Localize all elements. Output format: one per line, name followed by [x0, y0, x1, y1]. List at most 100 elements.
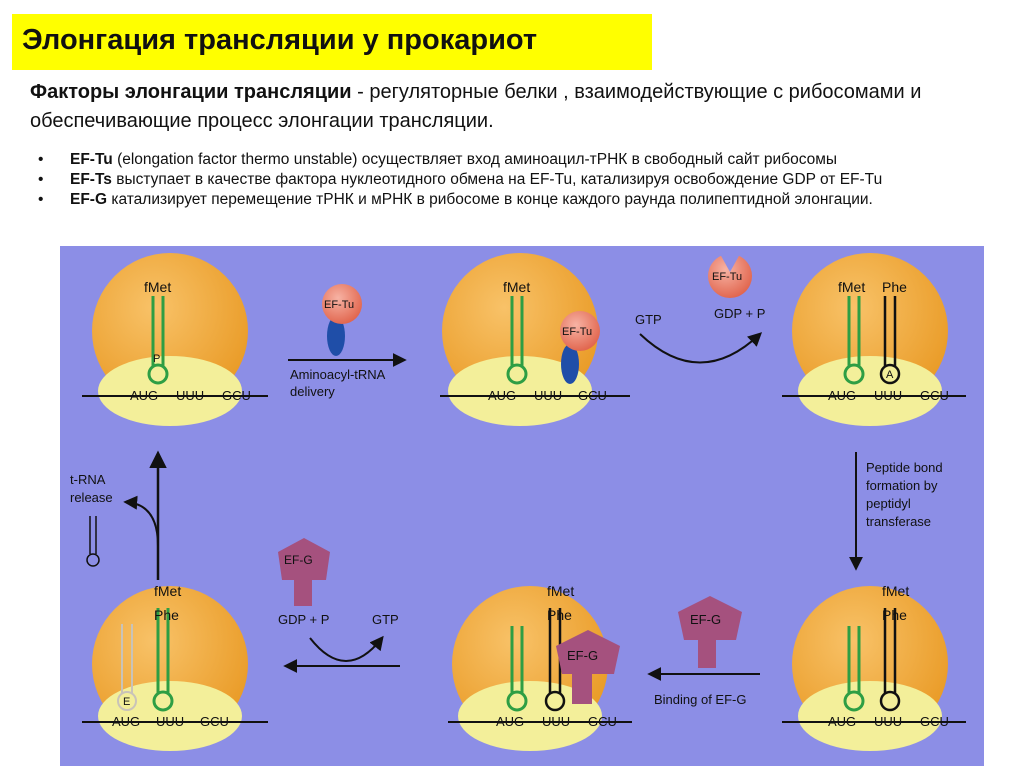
codon-gcu: GCU [222, 388, 251, 403]
eftu-label: EF-Tu [562, 326, 592, 338]
ribosome-panel-2: EF-Tu fMet AUG UUU GCU [440, 253, 630, 426]
codon-aug: AUG [828, 714, 856, 729]
small-subunit [448, 356, 592, 426]
efg-label: EF-G [284, 553, 313, 567]
efg-bound: EF-G [556, 630, 620, 704]
bullet-icon: • [38, 151, 44, 168]
list-item: • EF-Ts выступает в качестве фактора нукл… [38, 170, 998, 190]
list-item: • EF-G катализирует перемещение тРНК и мР… [38, 190, 998, 210]
factor-text: выступает в качестве фактора нуклеотидно… [111, 171, 883, 188]
small-subunit [98, 356, 242, 426]
gdp-label: GDP + P [278, 612, 329, 627]
trna-a [879, 296, 901, 385]
eftu-bound [560, 311, 600, 351]
codon-uuu: UUU [874, 714, 902, 729]
small-subunit [458, 681, 602, 751]
trna-a [879, 608, 901, 712]
eftu-bound-tail [561, 344, 579, 384]
binding-label: Binding of EF-G [654, 692, 747, 707]
codon-gcu: GCU [200, 714, 229, 729]
phe-label: Phe [882, 279, 907, 295]
codon-uuu: UUU [542, 714, 570, 729]
arrow-gtp-hydrolysis-2: GDP + P GTP EF-G [278, 538, 400, 673]
eftu-released [708, 254, 752, 298]
intro-paragraph: Факторы элонгации трансляции - регулятор… [30, 78, 990, 136]
intro-text: - регуляторные белки , взаимодействующие… [30, 81, 922, 132]
list-item: • EF-Tu (elongation factor thermo unstabl… [38, 150, 998, 170]
trna-released [86, 516, 100, 567]
factor-list: • EF-Tu (elongation factor thermo unstabl… [38, 150, 998, 210]
bullet-icon: • [38, 191, 44, 208]
fmet-label: fMet [503, 279, 530, 295]
peptide-label-1: Peptide bond [866, 460, 943, 475]
peptide-label-4: transferase [866, 514, 931, 529]
efg-free: EF-G [678, 596, 742, 668]
codon-uuu: UUU [176, 388, 204, 403]
arrow-delivery: Aminoacyl-tRNA delivery [288, 353, 407, 399]
bullet-icon: • [38, 171, 44, 188]
gdp-label: GDP + P [714, 306, 765, 321]
gtp-label: GTP [372, 612, 399, 627]
codon-uuu: UUU [534, 388, 562, 403]
arrow-trna-release: t-RNA release [70, 450, 167, 580]
ribosome-panel-1: fMet P AUG UUU GCU [82, 253, 268, 426]
small-subunit [798, 681, 942, 751]
phe-label: Phe [154, 607, 179, 623]
phe-label: Phe [882, 607, 907, 623]
delivery-label-1: Aminoacyl-tRNA [290, 367, 386, 382]
elongation-diagram: fMet P AUG UUU GCU EF-Tu Aminoacyl-tRNA … [60, 246, 984, 766]
codon-aug: AUG [130, 388, 158, 403]
codon-gcu: GCU [920, 714, 949, 729]
ribosome-panel-6: fMet Phe E AUG UUU GCU [82, 583, 268, 751]
efg-label: EF-G [567, 648, 598, 663]
fmet-label: fMet [838, 279, 865, 295]
factor-term: EF-Tu [70, 151, 113, 168]
eftu-complex-1: EF-Tu [322, 284, 362, 356]
release-label-2: release [70, 490, 113, 505]
release-label-1: t-RNA [70, 472, 106, 487]
e-site-label: E [123, 696, 130, 708]
trna-p [506, 296, 528, 385]
codon-aug: AUG [112, 714, 140, 729]
codon-aug: AUG [828, 388, 856, 403]
efg-label: EF-G [690, 612, 721, 627]
arrow-peptide-bond: Peptide bond formation by peptidyl trans… [849, 452, 943, 571]
fmet-label: fMet [547, 583, 574, 599]
small-subunit [98, 681, 242, 751]
peptide-label-3: peptidyl [866, 496, 911, 511]
eftu-label: EF-Tu [324, 299, 354, 311]
codon-uuu: UUU [156, 714, 184, 729]
ribosome-panel-3: fMet Phe A AUG UUU GCU [782, 253, 966, 426]
gtp-label: GTP [635, 312, 662, 327]
codon-gcu: GCU [578, 388, 607, 403]
eftu-label: EF-Tu [712, 271, 742, 283]
codon-aug: AUG [488, 388, 516, 403]
a-site-label: A [886, 369, 894, 381]
intro-term: Факторы элонгации трансляции [30, 81, 352, 103]
trna-p [152, 608, 174, 712]
title-highlight [12, 14, 652, 70]
trna-p [506, 626, 528, 712]
ribosome-panel-4: fMet Phe AUG UUU GCU [782, 583, 966, 751]
factor-term: EF-G [70, 191, 108, 208]
page-title: Элонгация трансляции у прокариот [22, 24, 538, 56]
trna-p [147, 296, 169, 385]
peptide-label-2: formation by [866, 478, 938, 493]
small-subunit [798, 356, 942, 426]
factor-text: катализирует перемещение тРНК и мРНК в р… [107, 191, 873, 208]
trna-e [117, 624, 137, 711]
fmet-label: fMet [882, 583, 909, 599]
arrow-binding: Binding of EF-G [647, 667, 760, 707]
efg-released [278, 538, 330, 580]
codon-uuu: UUU [874, 388, 902, 403]
phe-label: Phe [547, 607, 572, 623]
factor-term: EF-Ts [70, 171, 112, 188]
trna-p [843, 626, 865, 712]
codon-gcu: GCU [588, 714, 617, 729]
arrow-gtp-hydrolysis: GTP GDP + P EF-Tu [635, 254, 765, 364]
factor-text: (elongation factor thermo unstable) осущ… [112, 151, 838, 168]
p-site-label: P [153, 353, 160, 365]
codon-aug: AUG [496, 714, 524, 729]
ribosome-panel-5: EF-G fMet Phe AUG UUU GCU [448, 583, 632, 751]
fmet-label: fMet [144, 279, 171, 295]
